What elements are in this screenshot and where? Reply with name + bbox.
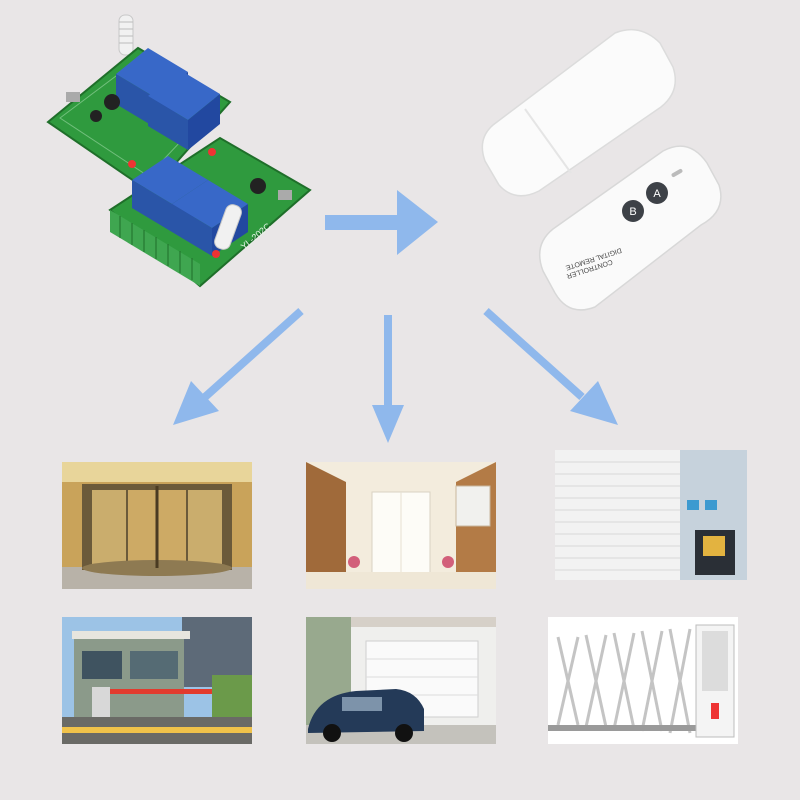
remote-button-b: B (629, 206, 636, 218)
remote-back (481, 28, 676, 197)
rolling-shutter-photo (555, 450, 747, 580)
parking-barrier-photo (62, 617, 252, 744)
garage-door-photo (306, 617, 496, 744)
revolving-door-photo (62, 462, 252, 589)
retractable-gate-photo (548, 617, 738, 744)
pcb-front: YL-202C (108, 136, 312, 288)
remote-image: A B DIGITAL REMOTE CONTROLLER (475, 25, 730, 315)
sliding-curtain-photo (306, 462, 496, 589)
remote-front: A B DIGITAL REMOTE CONTROLLER (538, 145, 722, 311)
arrow-down-right-icon (480, 305, 625, 430)
arrow-down-icon (368, 315, 408, 445)
arrow-down-left-icon (165, 305, 310, 430)
receiver-board-image: YL-202C (40, 10, 325, 295)
pcb-back (46, 46, 232, 194)
antenna-coil (118, 14, 134, 56)
arrow-right-icon (325, 185, 440, 260)
remote-button-a: A (653, 188, 661, 200)
